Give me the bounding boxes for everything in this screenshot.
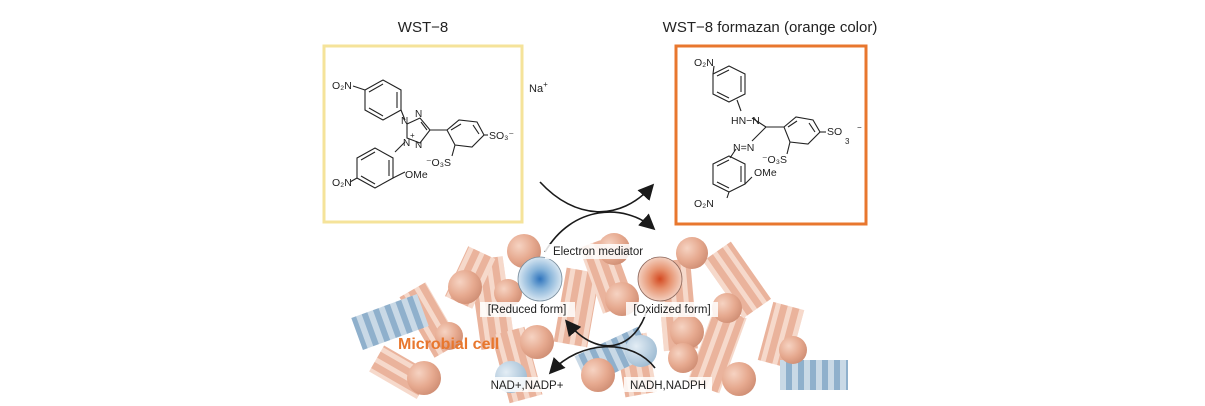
coccus-cell [712,293,742,323]
formazan-no2-bottom: O₂N [694,198,714,210]
wst8-no2-bottom: O₂N [332,177,352,189]
formazan-hn-n: HN−N [731,115,760,127]
oxidized-label-bg [626,302,718,317]
wst8-title: WST−8 [398,19,448,36]
wst8-structure-panel: O₂N O₂N N N N N + SO₃⁻ ⁻O₃S OMe [322,44,524,224]
wst8-reduction-arrow [539,181,655,213]
formazan-no2-top: O₂N [694,57,714,69]
formazan-so3-left: ⁻O₃S [762,154,787,166]
wst8-bonds [349,79,488,189]
formazan-ome: OMe [754,167,777,179]
formazan-so3-right-sub: 3 [845,137,850,146]
formazan-title: WST−8 formazan (orange color) [663,19,878,36]
nadh-label-bg [624,377,712,392]
mediator-oxidation-arrow [544,211,656,253]
wst8-n3: N [403,138,410,149]
wst8-so3-left: ⁻O₃S [426,157,451,169]
mediator-label: Electron mediator [553,246,643,258]
coccus-cell [670,315,704,349]
coccus-cell [676,237,708,269]
coccus-cell [581,358,615,392]
wst8-ome: OMe [405,169,428,181]
wst8-n2: N [415,109,422,120]
reaction-arrows [539,181,656,375]
counter-ion-symbol: Na [529,83,544,95]
coccus-cell [448,270,482,304]
oxidized-mediator-sphere [637,256,683,302]
formazan-n-n: N=N [733,142,754,154]
coccus-cell [494,279,522,307]
coccus-cell [407,361,441,395]
coccus-cell [779,336,807,364]
wst8-so3-right: SO₃⁻ [489,130,514,142]
wst8-box [322,44,524,224]
formazan-box [674,44,868,226]
coccus-cell [435,322,463,350]
reduced-label-bg [480,302,575,317]
microbial-cell-label: Microbial cell [398,336,499,353]
coccus-cell-blue [625,335,657,367]
formazan-so3-right-charge: − [857,123,862,132]
formazan-bonds [712,65,826,199]
mediator-reduction-arrow [564,309,648,347]
reduced-mediator-sphere [517,256,563,302]
wst8-no2-top: O₂N [332,80,352,92]
rod-cell-blue [780,360,848,390]
nad-label-bg [486,377,570,392]
rod-cell-blue [351,294,429,350]
coccus-cell [520,325,554,359]
coccus-cell [668,343,698,373]
formazan-structure-panel: O₂N O₂N HN−N N=N SO 3 − ⁻O₃S OMe [674,44,868,226]
nad-label: NAD+,NADP+ [491,380,564,392]
wst8-n1: N [401,116,408,127]
nadh-label: NADH,NADPH [630,380,706,392]
wst8-n4: N [415,140,422,151]
wst8-n-plus: + [410,131,415,140]
rod-cell [702,241,772,319]
reduced-label: [Reduced form] [488,304,567,316]
counter-ion-charge: + [543,80,548,89]
nadh-oxidation-arrow [548,345,656,375]
counter-ion: Na+ [529,80,548,95]
formazan-so3-right: SO [827,126,842,138]
mediator-label-bg [545,244,651,259]
coccus-cell [722,362,756,396]
rod-cell [687,306,747,394]
oxidized-label: [Oxidized form] [633,304,710,316]
